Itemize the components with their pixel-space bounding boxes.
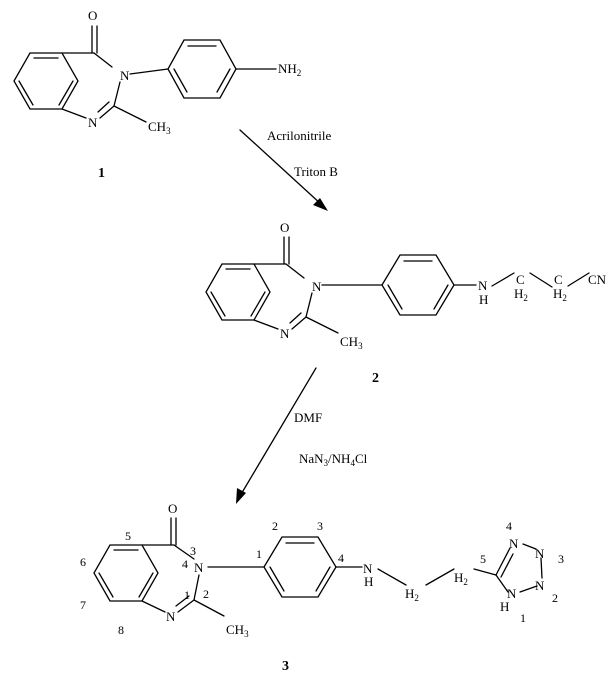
compound-2-structure bbox=[205, 236, 590, 334]
c2-n3-label: N bbox=[312, 279, 322, 294]
c2-ch2-b-label: C bbox=[554, 272, 563, 287]
c2-amine-h-label: H bbox=[479, 292, 488, 307]
c2-ch2-b-h-label: H2 bbox=[553, 286, 567, 303]
phenyl-ring-1 bbox=[167, 39, 237, 99]
c2-amine-n-label: N bbox=[478, 278, 488, 293]
position-5-quinazoline: 5 bbox=[125, 529, 131, 543]
c3-n3-label: N bbox=[194, 560, 204, 575]
position-2-tetrazole: 2 bbox=[552, 591, 558, 605]
c3-amine-n-label: N bbox=[363, 561, 373, 576]
c2-ch2-a-label: C bbox=[516, 272, 525, 287]
c1-oxygen-label: O bbox=[88, 8, 97, 23]
tetrazole-n1-label: N bbox=[507, 586, 517, 601]
tetrazole-n3-label: N bbox=[535, 546, 545, 561]
c3-ch2-b-label: H2 bbox=[454, 570, 468, 587]
position-4-tetrazole: 4 bbox=[506, 519, 512, 533]
position-7-quinazoline: 7 bbox=[80, 598, 86, 612]
c3-methyl-label: CH3 bbox=[226, 622, 249, 639]
position-1-tetrazole: 1 bbox=[520, 611, 526, 625]
tetrazole-n1-h-label: H bbox=[500, 599, 509, 614]
position-3-tetrazole: 3 bbox=[558, 552, 564, 566]
position-1-phenyl: 1 bbox=[256, 547, 262, 561]
compound-1-structure bbox=[13, 25, 277, 123]
c3-oxygen-label: O bbox=[168, 501, 177, 516]
position-1-quinazoline: 1 bbox=[184, 588, 190, 602]
position-2-phenyl: 2 bbox=[272, 519, 278, 533]
compound-1-number: 1 bbox=[98, 166, 105, 181]
reaction-arrow-1 bbox=[239, 129, 328, 211]
reagent-nan3-nh4cl: NaN3/NH4Cl bbox=[299, 451, 368, 468]
compound-3-structure bbox=[93, 517, 543, 617]
phenyl-ring-2 bbox=[381, 254, 455, 316]
c2-ch2-a-h-label: H2 bbox=[514, 286, 528, 303]
reagent-acrylonitrile: Acrilonitrile bbox=[267, 128, 331, 143]
position-4-quinazoline: 4 bbox=[182, 557, 188, 571]
position-6-quinazoline: 6 bbox=[80, 555, 86, 569]
c3-amine-h-label: H bbox=[364, 574, 373, 589]
position-3-quinazoline: 3 bbox=[190, 544, 196, 558]
position-4-phenyl: 4 bbox=[338, 551, 344, 565]
c2-methyl-label: CH3 bbox=[340, 334, 363, 351]
reaction-arrow-2 bbox=[236, 367, 317, 504]
tetrazole-n4-label: N bbox=[509, 536, 519, 551]
c3-ch2-a-label: H2 bbox=[405, 586, 419, 603]
position-5-tetrazole: 5 bbox=[480, 552, 486, 566]
compound-3-number: 3 bbox=[282, 659, 289, 674]
position-8-quinazoline: 8 bbox=[118, 623, 124, 637]
compound-2-number: 2 bbox=[372, 371, 379, 386]
reagent-triton-b: Triton B bbox=[294, 164, 338, 179]
position-3-phenyl: 3 bbox=[317, 519, 323, 533]
c1-n3-label: N bbox=[120, 68, 130, 83]
benzene-ring-1 bbox=[13, 52, 79, 110]
c1-amino-label: NH2 bbox=[278, 61, 301, 78]
c2-n1-label: N bbox=[280, 326, 290, 341]
c2-nitrile-label: CN bbox=[588, 272, 607, 287]
c3-n1-label: N bbox=[166, 609, 176, 624]
c1-n1-label: N bbox=[88, 115, 98, 130]
tetrazole-n2-label: N bbox=[535, 578, 545, 593]
c2-oxygen-label: O bbox=[280, 220, 289, 235]
position-2-quinazoline: 2 bbox=[203, 587, 209, 601]
benzene-ring-3 bbox=[93, 544, 159, 602]
reagent-dmf: DMF bbox=[294, 410, 322, 425]
benzene-ring-2 bbox=[205, 263, 271, 321]
phenyl-ring-3 bbox=[263, 536, 337, 598]
c1-methyl-label: CH3 bbox=[148, 119, 171, 136]
